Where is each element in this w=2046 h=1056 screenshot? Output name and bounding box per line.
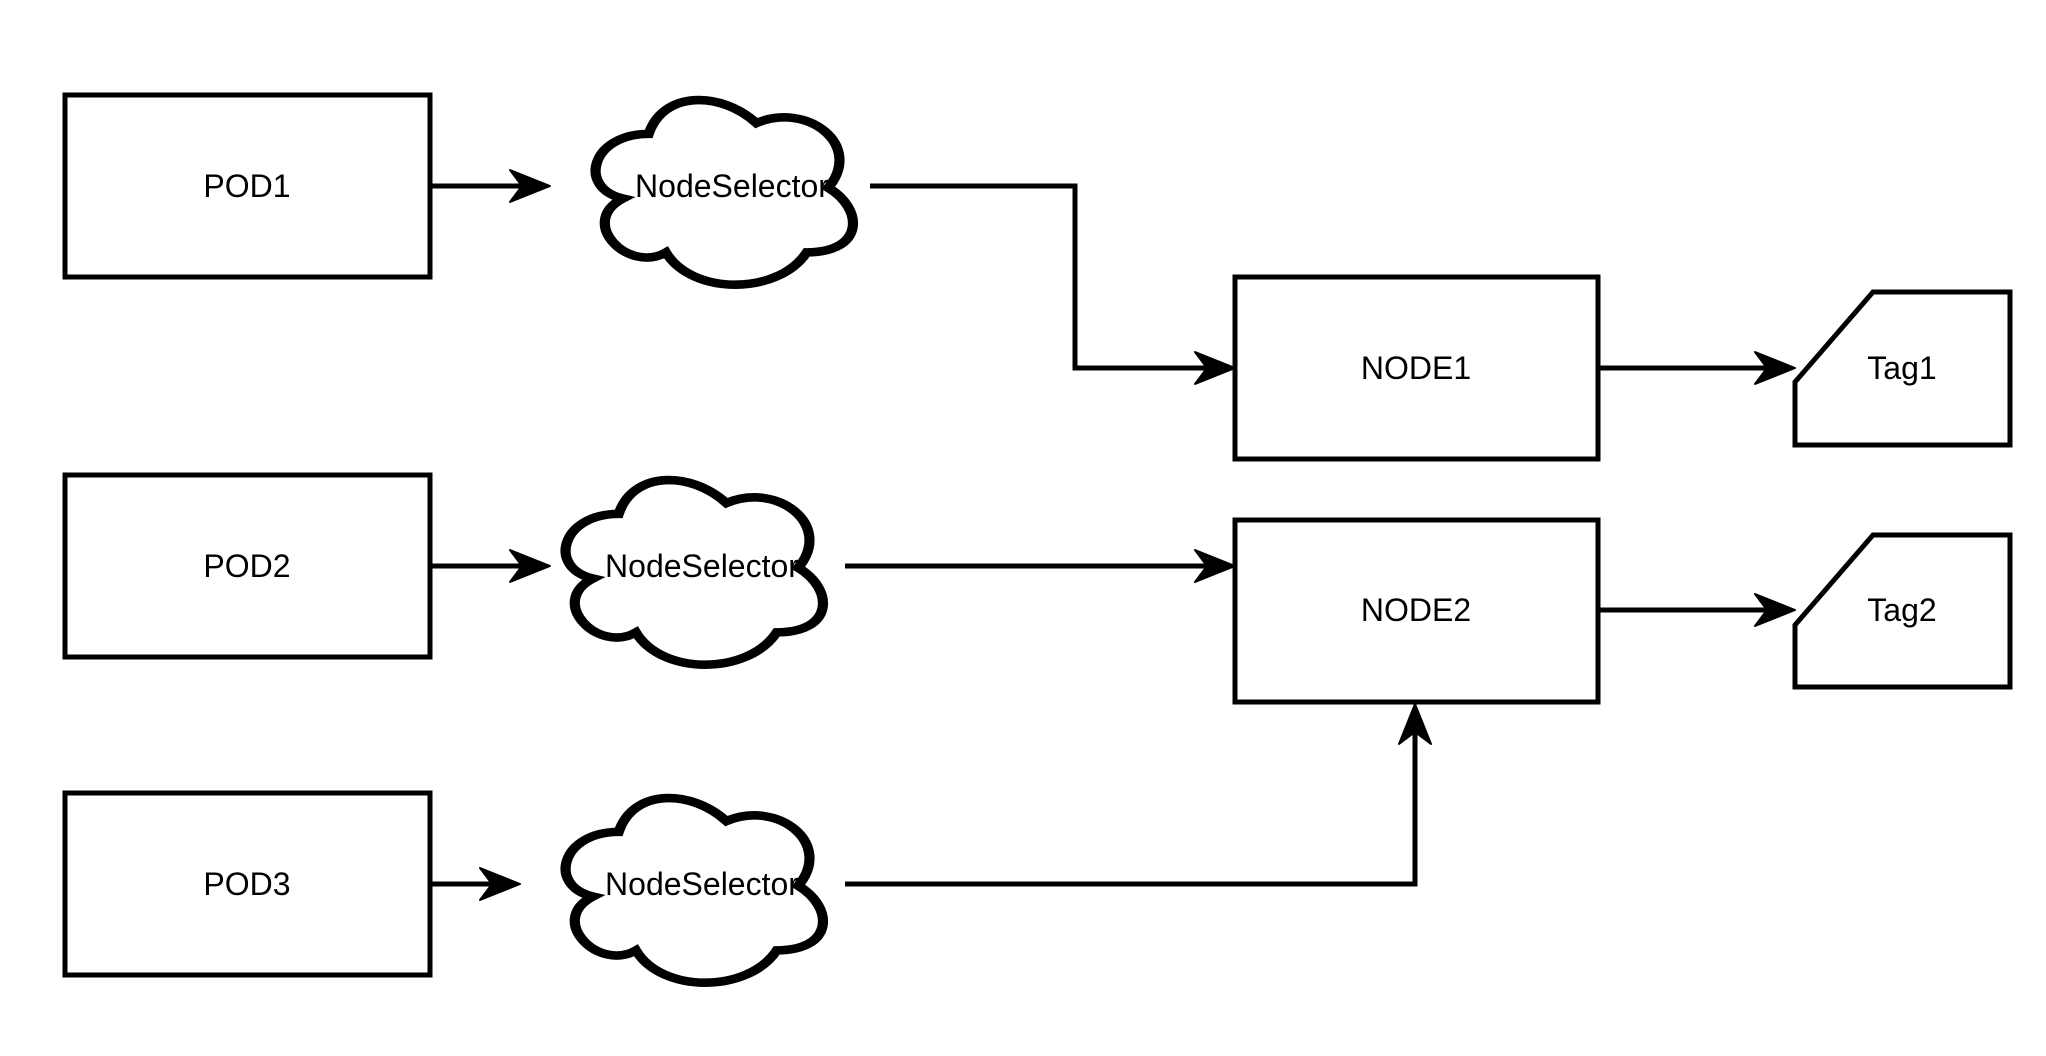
node-selector-cloud-3: NodeSelector <box>566 798 823 983</box>
edge-selector2-to-node2 <box>845 549 1236 583</box>
tag-card-2: Tag2 <box>1792 532 2013 690</box>
edge-pod3-to-selector3 <box>430 867 521 901</box>
node-selector-label: NodeSelector <box>635 168 829 204</box>
edge-pod1-to-selector1 <box>430 169 551 203</box>
edge-node2-to-tag2 <box>1598 593 1796 627</box>
edge-selector3-to-node2 <box>845 703 1432 887</box>
edges <box>430 169 1796 901</box>
node-box-1: NODE1 <box>1232 274 1601 462</box>
arrowhead <box>1754 351 1796 385</box>
node-label: NODE1 <box>1361 350 1471 386</box>
pod-label: POD2 <box>203 548 290 584</box>
tag-label: Tag2 <box>1867 592 1936 628</box>
arrowhead <box>509 549 551 583</box>
arrowhead <box>1398 703 1432 745</box>
tag-card-1: Tag1 <box>1792 289 2013 448</box>
node-selector-cloud-2: NodeSelector <box>566 480 823 665</box>
pod-box-1: POD1 <box>62 92 433 280</box>
arrowhead <box>1754 593 1796 627</box>
node-selector-cloud-1: NodeSelector <box>596 100 853 285</box>
arrowhead <box>1194 351 1236 385</box>
node-selector-label: NodeSelector <box>605 548 799 584</box>
arrowhead <box>509 169 551 203</box>
pod-box-3: POD3 <box>62 790 433 978</box>
arrowhead <box>479 867 521 901</box>
node-box-2: NODE2 <box>1232 517 1601 705</box>
arrowhead <box>1194 549 1236 583</box>
pod-label: POD1 <box>203 168 290 204</box>
node-selector-label: NodeSelector <box>605 866 799 902</box>
pod-label: POD3 <box>203 866 290 902</box>
edge-pod2-to-selector2 <box>430 549 551 583</box>
edge-selector1-to-node1 <box>870 183 1236 385</box>
edge-node1-to-tag1 <box>1598 351 1796 385</box>
pod-box-2: POD2 <box>62 472 433 660</box>
tag-label: Tag1 <box>1867 350 1936 386</box>
node-label: NODE2 <box>1361 592 1471 628</box>
